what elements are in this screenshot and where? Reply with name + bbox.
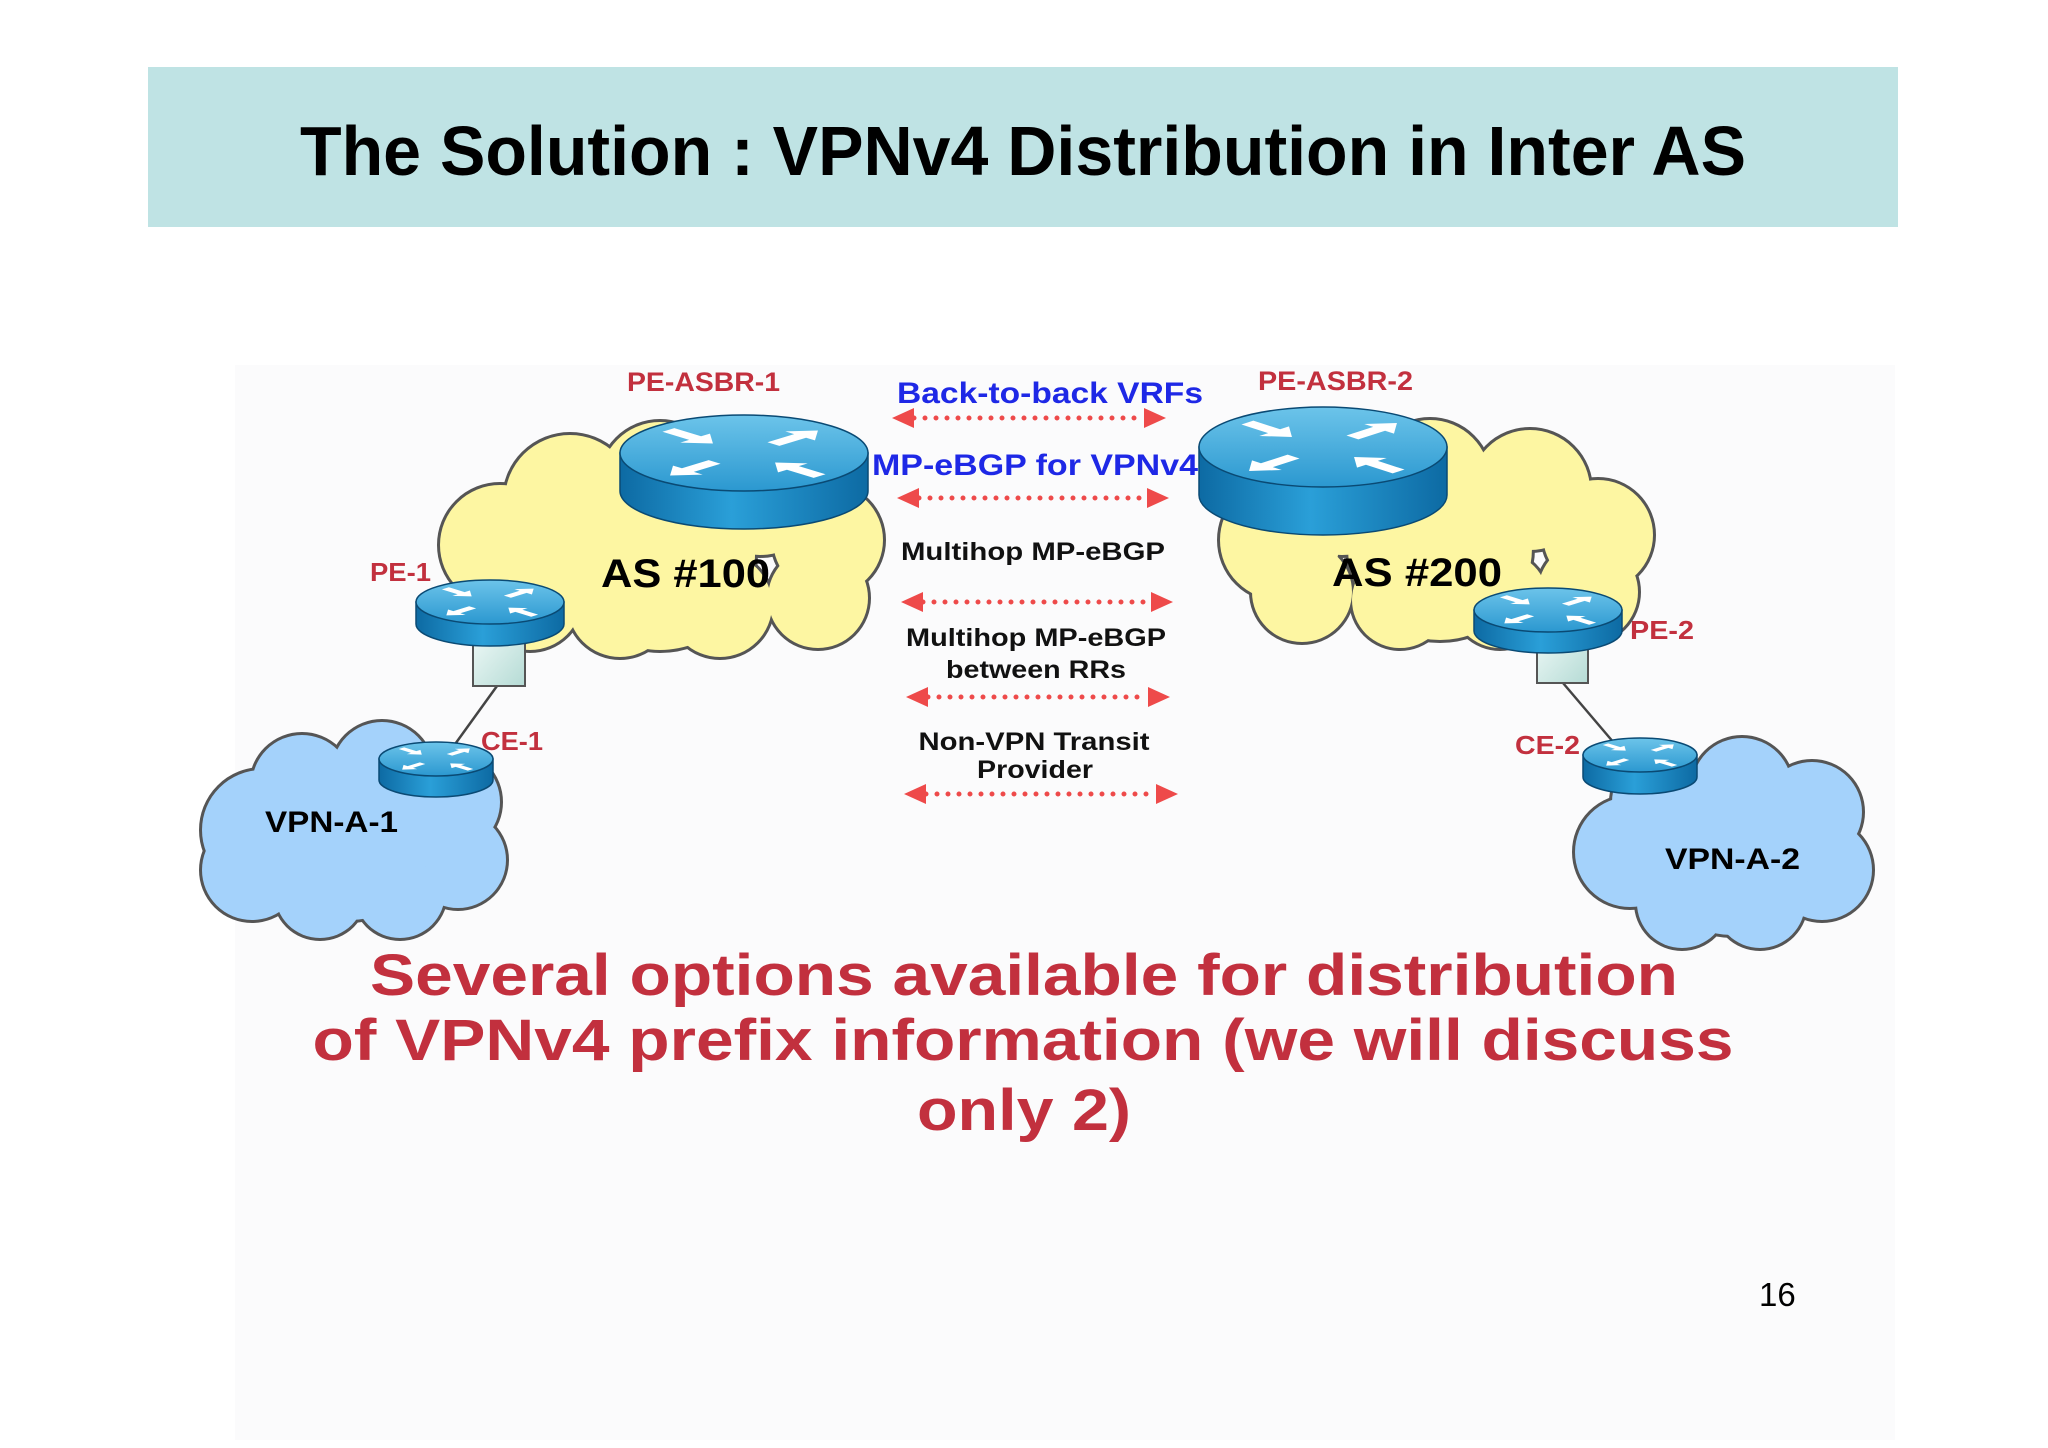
slide-title: The Solution : VPNv4 Distribution in Int… — [300, 112, 1746, 190]
bidirectional-dotted-arrow-icon — [906, 687, 1170, 707]
ce-2-label: CE-2 — [1515, 730, 1580, 760]
caption-line-2: of VPNv4 prefix information (we will dis… — [313, 1008, 1734, 1073]
as100-label: AS #100 — [601, 552, 770, 596]
as200-label: AS #200 — [1332, 551, 1502, 595]
ce-1-router-icon — [378, 741, 494, 798]
pe-asbr-2-router-icon — [1198, 406, 1448, 536]
option-transit-label-line1: Non-VPN Transit — [919, 728, 1151, 756]
bidirectional-dotted-arrow-icon — [897, 488, 1169, 508]
page-number: 16 — [1759, 1276, 1796, 1313]
pe2-ce2-link — [1562, 682, 1621, 751]
pe-asbr-1-label: PE-ASBR-1 — [627, 367, 780, 397]
caption-line-3: only 2) — [917, 1078, 1131, 1143]
bidirectional-dotted-arrow-icon — [904, 784, 1178, 804]
bidirectional-dotted-arrow-icon — [892, 408, 1166, 428]
pe-asbr-1-router-icon — [619, 414, 869, 530]
title-band — [148, 67, 1898, 227]
option-multihop-label: Multihop MP-eBGP — [901, 538, 1165, 566]
vpn-a-1-label: VPN-A-1 — [265, 806, 398, 839]
option-back-to-back-vrfs-label: Back-to-back VRFs — [897, 377, 1203, 410]
option-mp-ebgp-label: MP-eBGP for VPNv4 — [872, 449, 1198, 482]
pe-1-label: PE-1 — [370, 557, 431, 587]
pe-1-router-icon — [415, 579, 565, 647]
option-multihop-rr-label-line2: between RRs — [946, 656, 1126, 684]
pe-asbr-2-label: PE-ASBR-2 — [1258, 366, 1413, 396]
pe-2-label: PE-2 — [1630, 615, 1694, 645]
option-transit-label-line2: Provider — [977, 756, 1093, 784]
ce-1-label: CE-1 — [481, 726, 543, 756]
option-multihop-rr-label-line1: Multihop MP-eBGP — [906, 624, 1166, 652]
caption-line-1: Several options available for distributi… — [370, 943, 1678, 1008]
vpn-a-2-label: VPN-A-2 — [1665, 843, 1800, 876]
ce-2-router-icon — [1582, 737, 1698, 795]
bidirectional-dotted-arrow-icon — [901, 592, 1173, 612]
pe-2-router-icon — [1473, 587, 1623, 654]
